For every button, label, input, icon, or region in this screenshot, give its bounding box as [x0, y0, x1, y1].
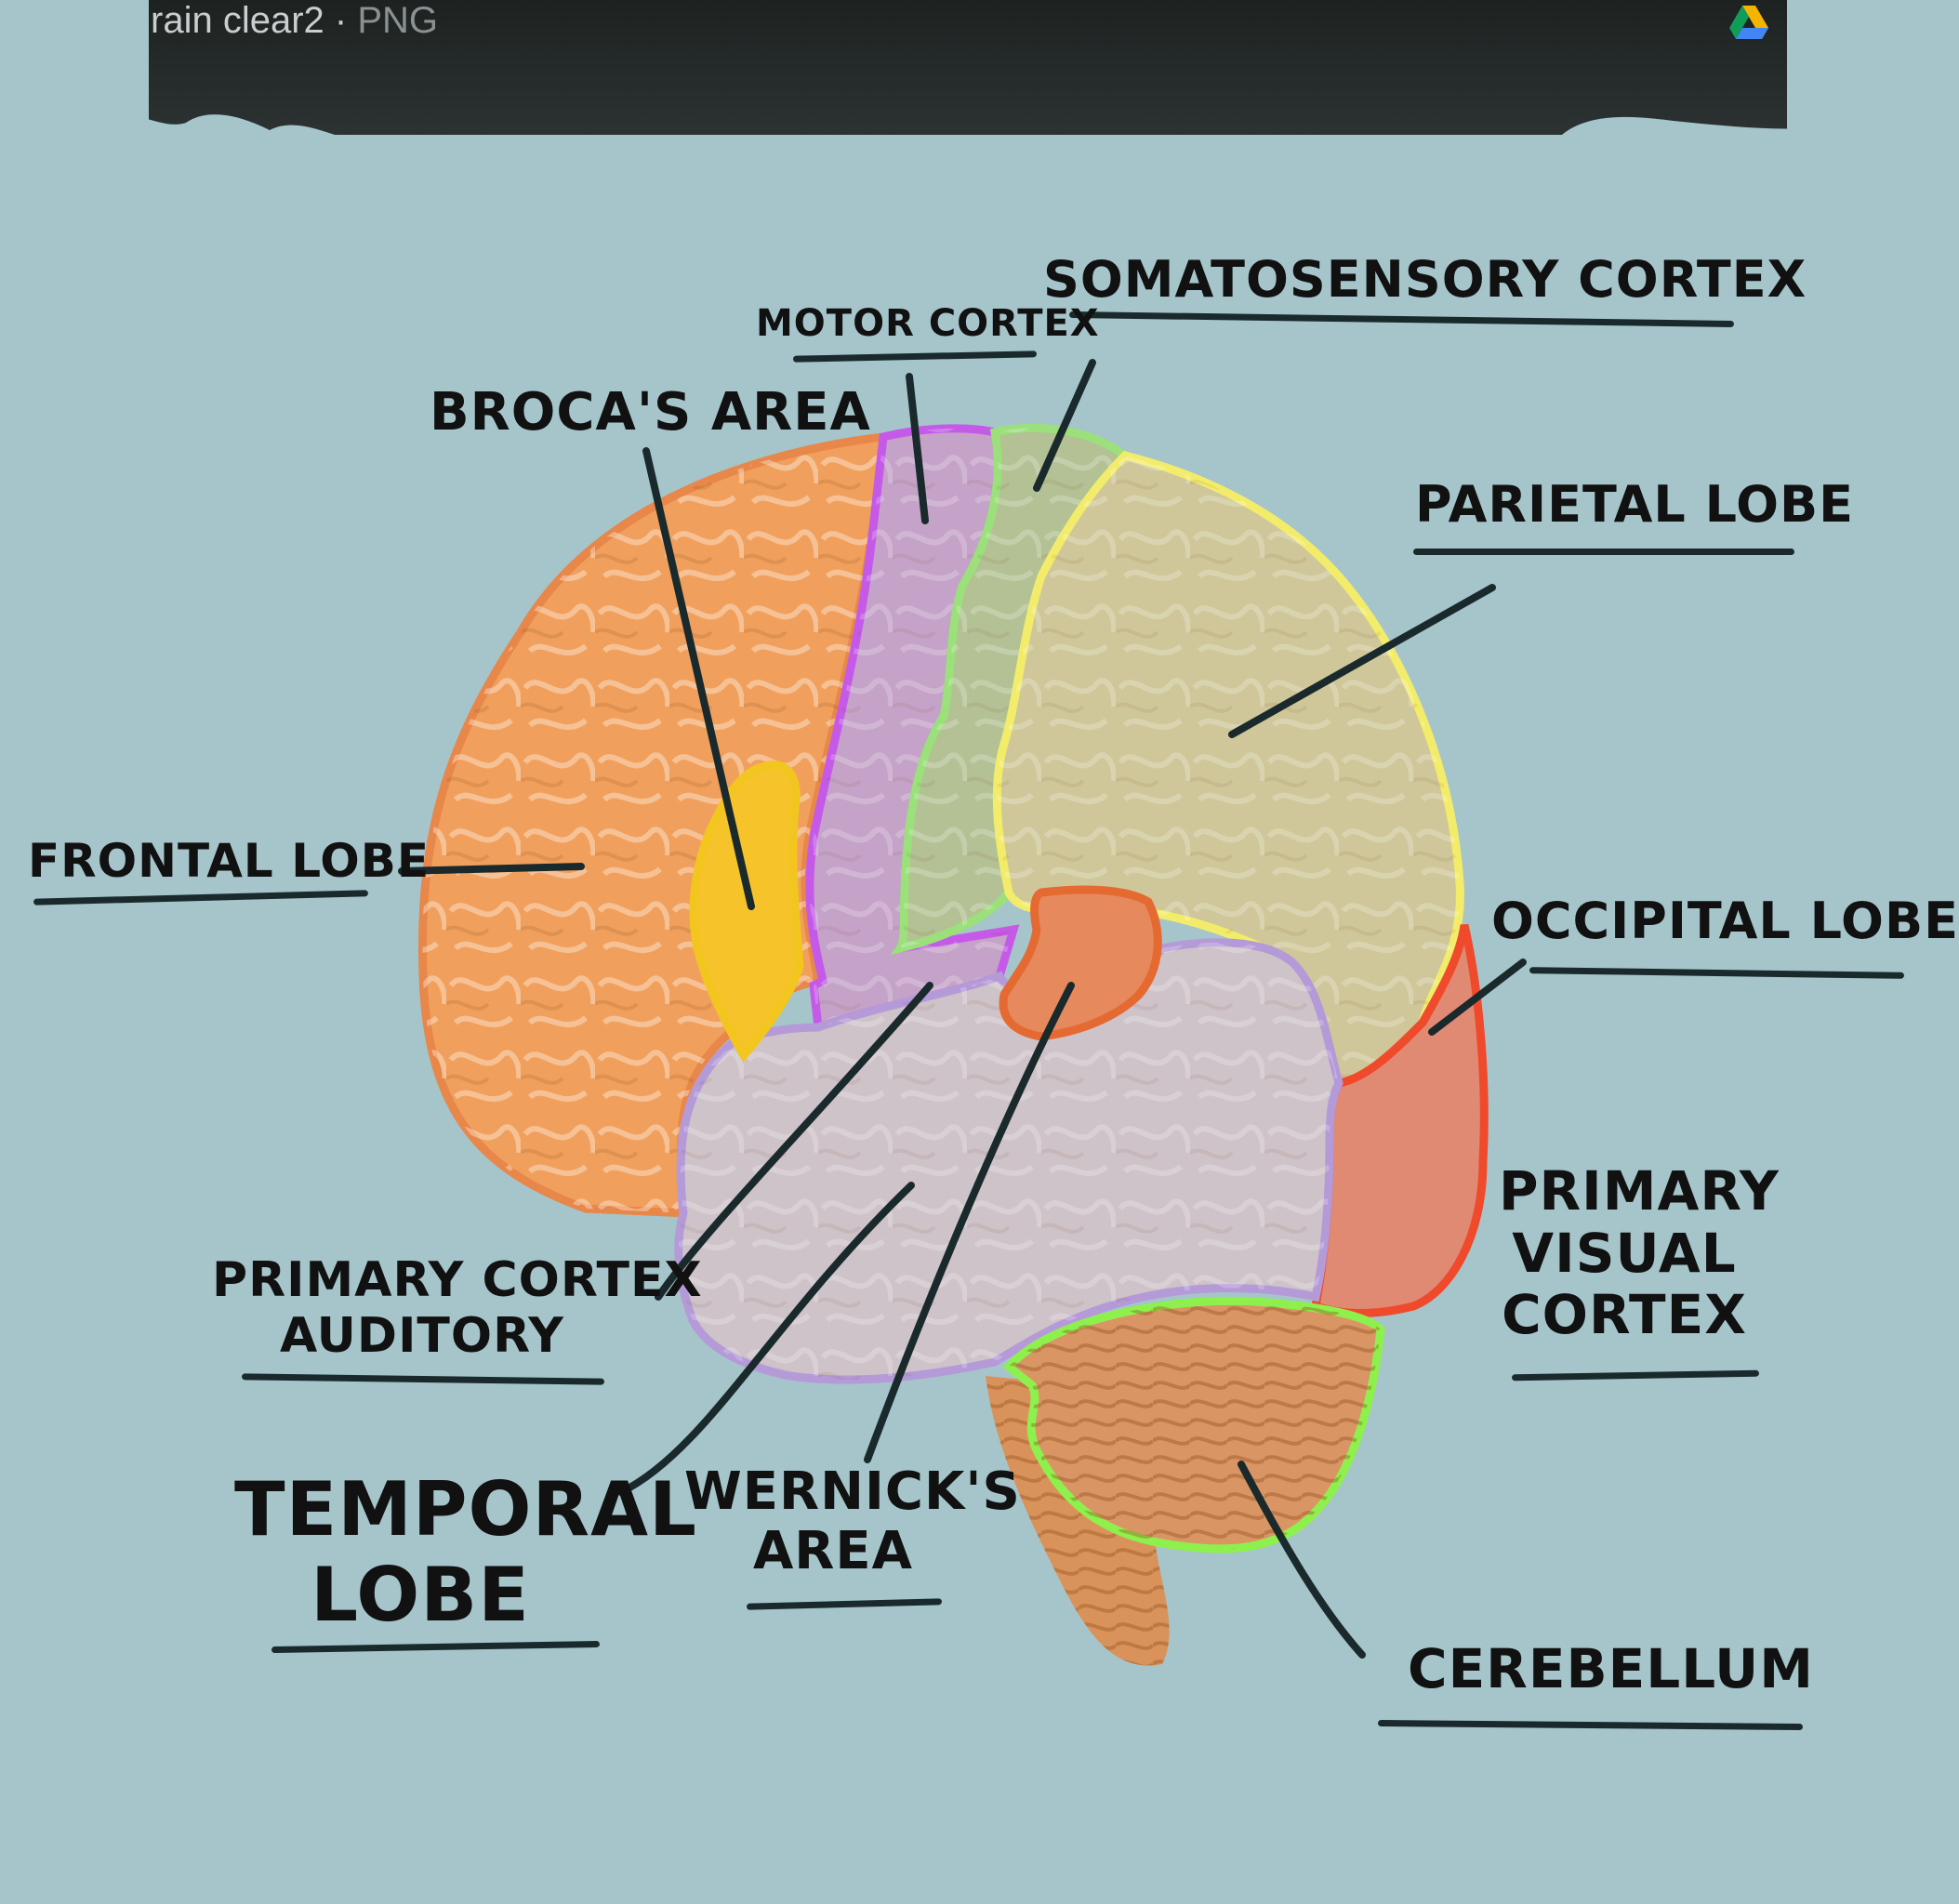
- pointer-motor-cortex: [906, 373, 929, 524]
- label-somatosensory-cortex: SOMATOSENSORY CORTEX: [1043, 250, 1807, 309]
- label-temporal-line1: TEMPORAL: [234, 1466, 697, 1553]
- label-primary-visual-cortex: PRIMARY VISUAL CORTEX: [1499, 1159, 1780, 1347]
- label-occipital-lobe: OCCIPITAL LOBE: [1491, 892, 1959, 950]
- label-primary-cortex-auditory: PRIMARY CORTEX AUDITORY: [212, 1252, 703, 1365]
- label-primary-visual-line1: PRIMARY: [1499, 1159, 1780, 1223]
- label-temporal-line2: LOBE: [311, 1552, 530, 1638]
- brocas-area-region: [689, 760, 804, 1063]
- paint-edge: [0, 112, 1904, 205]
- brain-diagram: [398, 359, 1527, 1666]
- label-cerebellum: CEREBELLUM: [1408, 1637, 1814, 1700]
- pointer-brocas-area: [642, 447, 755, 910]
- label-primary-visual-line2: VISUAL: [1512, 1221, 1737, 1285]
- label-primary-visual-line3: CORTEX: [1502, 1283, 1747, 1347]
- pointer-frontal-lobe: [398, 863, 585, 875]
- label-auditory-line2: AUDITORY: [280, 1307, 564, 1364]
- label-wernickes-line1: WERNICK'S: [684, 1461, 1021, 1522]
- label-frontal-lobe: FRONTAL LOBE: [28, 834, 430, 888]
- image-viewer-header: rain clear2 · PNG: [149, 0, 1787, 153]
- underline-parietal-lobe: [1413, 549, 1794, 555]
- pointer-cerebellum: [1238, 1461, 1366, 1659]
- pointer-occipital-lobe: [1428, 959, 1527, 1036]
- label-temporal-lobe: TEMPORAL LOBE: [234, 1466, 697, 1638]
- label-auditory-line1: PRIMARY CORTEX: [212, 1252, 703, 1308]
- pointer-somatosensory: [1033, 359, 1096, 492]
- pointer-auditory-cortex: [655, 982, 933, 1301]
- label-motor-cortex: MOTOR CORTEX: [756, 302, 1100, 345]
- label-brocas-area: BROCA'S AREA: [430, 382, 871, 443]
- label-wernickes-line2: AREA: [752, 1521, 914, 1582]
- wernickes-area-region: [999, 885, 1162, 1041]
- file-name: rain clear2 · PNG: [151, 0, 438, 41]
- pointer-temporal-lobe: [617, 1182, 915, 1496]
- label-parietal-lobe: PARIETAL LOBE: [1415, 475, 1855, 534]
- google-drive-icon[interactable]: [1727, 4, 1770, 43]
- pointer-wernickes-area: [864, 982, 1075, 1463]
- label-wernickes-area: WERNICK'S AREA: [684, 1461, 1021, 1582]
- pointer-parietal-lobe: [1228, 584, 1496, 738]
